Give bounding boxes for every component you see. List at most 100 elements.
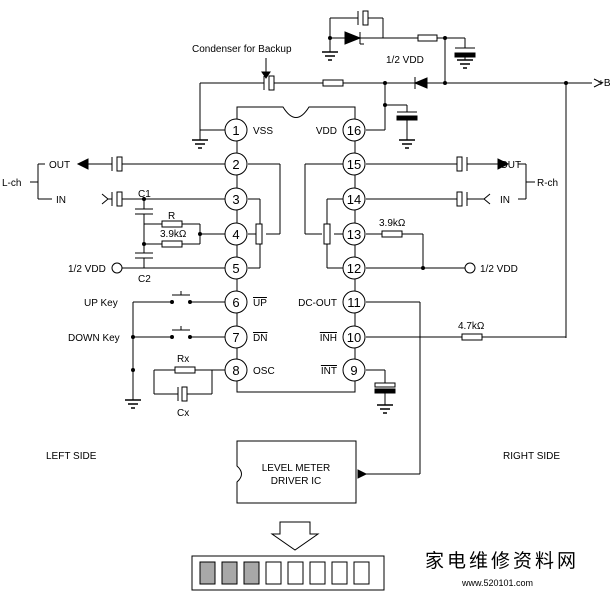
pin-number: 10 <box>347 330 361 345</box>
pin-circle <box>342 358 366 382</box>
out-right-label: OUT <box>500 160 521 171</box>
pin-label: INH <box>320 333 337 344</box>
r-value-label: 3.9kΩ <box>160 229 187 240</box>
ground-icon <box>125 399 141 409</box>
pin-number: 15 <box>347 157 361 172</box>
pin-circle <box>342 152 366 176</box>
right-side-label: RIGHT SIDE <box>503 451 560 462</box>
led-segment-off <box>287 561 304 585</box>
pin-circle <box>224 358 248 382</box>
pin-label: VSS <box>253 126 273 137</box>
terminal-right-half-vdd <box>464 262 476 274</box>
plus-b-label: +B <box>598 78 611 89</box>
ic-body <box>236 106 356 393</box>
labels: Condenser for Backup 1/2 VDD +B L-ch R-c… <box>2 44 611 462</box>
pin-circle <box>342 325 366 349</box>
led-segment-lit <box>243 561 260 585</box>
pin-number: 4 <box>232 227 239 242</box>
diode-icon <box>413 77 428 89</box>
wires <box>30 17 592 475</box>
resistor-3k9-right <box>381 230 403 238</box>
pin-number: 12 <box>347 261 361 276</box>
pin-label: VDD <box>316 126 337 137</box>
pin-1: 1 VSS <box>224 118 273 142</box>
watermark-cn: 家电维修资料网 <box>425 550 579 572</box>
r-ch-label: R-ch <box>537 178 558 189</box>
out-left-label: OUT <box>49 160 70 171</box>
pin-number: 14 <box>347 192 361 207</box>
arrow-down-icon <box>261 71 271 79</box>
pin-10: 10 INH <box>320 325 366 349</box>
led-segment-off <box>309 561 326 585</box>
pin-2: 2 <box>224 152 248 176</box>
pin-number: 9 <box>350 363 357 378</box>
r-right-value-label: 3.9kΩ <box>379 218 406 229</box>
pin-label: OSC <box>253 366 275 377</box>
arrow-level-meter-icon <box>357 469 368 479</box>
level-meter-line2: DRIVER IC <box>271 476 322 487</box>
pin-circle <box>342 290 366 314</box>
level-meter-line1: LEVEL METER <box>262 463 331 474</box>
resistor-rx <box>174 366 196 374</box>
pin-circle <box>224 222 248 246</box>
pin-13: 13 <box>342 222 366 246</box>
pin-label: INT <box>321 366 337 377</box>
pin-14: 14 <box>342 187 366 211</box>
ground-icon <box>457 59 473 69</box>
pin-15: 15 <box>342 152 366 176</box>
pin-8: 8 OSC <box>224 358 275 382</box>
pin-number: 5 <box>232 261 239 276</box>
pin-number: 2 <box>232 157 239 172</box>
pin-number: 1 <box>232 123 239 138</box>
half-vdd-right-label: 1/2 VDD <box>480 264 518 275</box>
watermark-url: www.520101.com <box>461 578 533 588</box>
condenser-label: Condenser for Backup <box>192 44 292 55</box>
left-side-label: LEFT SIDE <box>46 451 97 462</box>
input-left-icon <box>101 193 109 205</box>
resistor-3k9-left <box>161 240 183 248</box>
pin-label: DC-OUT <box>298 298 337 309</box>
pin-number: 7 <box>232 330 239 345</box>
r-label: R <box>168 211 175 222</box>
led-segments <box>199 561 370 585</box>
led-segment-off <box>265 561 282 585</box>
pin-number: 13 <box>347 227 361 242</box>
resistor-bus <box>322 79 344 87</box>
resistor-r <box>161 220 183 228</box>
pin-7: 7 DN <box>224 325 267 349</box>
pin-circle <box>224 187 248 211</box>
pin-3: 3 <box>224 187 248 211</box>
up-key-label: UP Key <box>84 298 118 309</box>
ground-icon <box>377 404 393 414</box>
pin-number: 3 <box>232 192 239 207</box>
watermark: 家电维修资料网 www.520101.com <box>425 550 579 588</box>
arrow-right-end-icon <box>593 78 604 88</box>
pin-4: 4 <box>224 222 248 246</box>
capacitor-int <box>374 382 396 388</box>
up-key-switch <box>170 291 192 304</box>
potentiometer-right <box>323 223 331 245</box>
r-inh-value-label: 4.7kΩ <box>458 321 485 332</box>
half-vdd-left-label: 1/2 VDD <box>68 264 106 275</box>
led-segment-off <box>353 561 370 585</box>
rx-label: Rx <box>177 354 189 365</box>
pin-label: DN <box>253 333 267 344</box>
c1-label: C1 <box>138 189 151 200</box>
pin-number: 8 <box>232 363 239 378</box>
pin-label: UP <box>253 298 267 309</box>
ground-icon <box>322 51 338 61</box>
junctions <box>131 36 568 372</box>
led-segment-lit <box>199 561 216 585</box>
pin-circle <box>342 187 366 211</box>
led-segment-off <box>331 561 348 585</box>
level-meter-driver: LEVEL METER DRIVER IC <box>236 440 357 504</box>
grounds <box>125 51 473 414</box>
l-ch-label: L-ch <box>2 178 21 189</box>
pin-12: 12 <box>342 256 366 280</box>
terminal-left-half-vdd <box>111 262 123 274</box>
level-meter-arrow <box>270 521 320 551</box>
pin-number: 16 <box>347 123 361 138</box>
